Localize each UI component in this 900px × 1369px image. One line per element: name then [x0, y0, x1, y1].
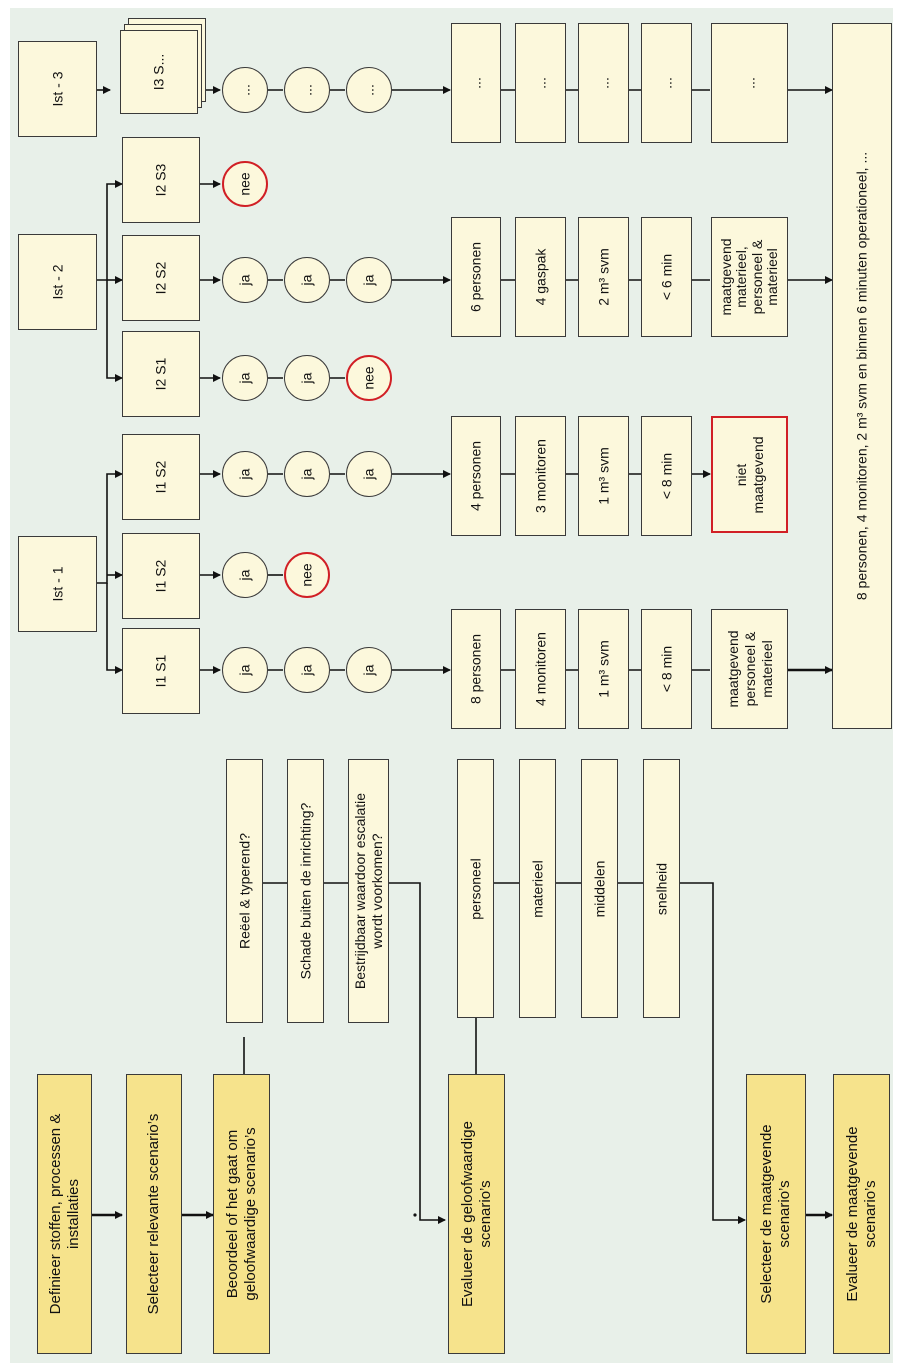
scenario-i2s3-box: I2 S3 — [122, 137, 200, 223]
resource-materieel-box: 4 gaspak — [515, 217, 566, 337]
summary-box: 8 personen, 4 monitoren, 2 m³ svm en bin… — [832, 23, 892, 729]
answer-circle: ja — [222, 257, 268, 303]
scenario-i1s2-box: I1 S2 — [122, 434, 200, 520]
answer-circle: ja — [222, 451, 268, 497]
resource-snelheid-box: < 8 min — [641, 609, 692, 729]
answer-circle-nee: nee — [346, 355, 392, 401]
step-selecteer-maatgevende-box: Selecteer de maatgevende scenario’s — [746, 1074, 806, 1354]
answer-circle: ... — [284, 67, 330, 113]
answer-circle: ja — [222, 552, 268, 598]
ist-1-box: Ist - 1 — [18, 536, 97, 632]
resource-middelen-box: 1 m³ svm — [578, 416, 629, 536]
answer-circle: ... — [222, 67, 268, 113]
criterion-middelen-box: middelen — [581, 759, 618, 1018]
scenario-i1s1-box: I1 S1 — [122, 628, 200, 714]
resource-middelen-box: 2 m³ svm — [578, 217, 629, 337]
answer-circle: ja — [346, 647, 392, 693]
answer-circle: ja — [346, 257, 392, 303]
resource-snelheid-box: < 8 min — [641, 416, 692, 536]
resource-personeel-box: ... — [451, 23, 501, 143]
answer-circle: ja — [284, 451, 330, 497]
step-evalueer-geloofwaardige-box: Evalueer de geloofwaardige scenario’s — [448, 1074, 505, 1354]
criterion-reeel-box: Reëel & typerend? — [226, 759, 263, 1023]
answer-circle-nee: nee — [284, 552, 330, 598]
answer-circle: ja — [284, 647, 330, 693]
answer-circle: ja — [284, 257, 330, 303]
diagram-canvas: Ist - 1 Ist - 2 Ist - 3 I1 S1 I1 S2 I1 S… — [10, 8, 893, 1363]
resource-personeel-box: 8 personen — [451, 609, 501, 729]
resource-middelen-box: ... — [578, 23, 629, 143]
step-evalueer-maatgevende-box: Evalueer de maatgevende scenario’s — [833, 1074, 890, 1354]
answer-circle: ja — [346, 451, 392, 497]
answer-circle: ja — [222, 647, 268, 693]
criterion-materieel-box: materieel — [519, 759, 556, 1018]
ist-3-box: Ist - 3 — [18, 41, 97, 137]
step-definieer-box: Definieer stoffen, processen & installat… — [37, 1074, 92, 1354]
resource-personeel-box: 4 personen — [451, 416, 501, 536]
criterion-schade-box: Schade buiten de inrichting? — [287, 759, 324, 1023]
scenario-i3-box: I3 S... — [120, 30, 198, 114]
criterion-snelheid-box: snelheid — [643, 759, 680, 1018]
step-selecteer-relevante-box: Selecteer relevante scenario’s — [126, 1074, 182, 1354]
answer-circle-nee: nee — [222, 161, 268, 207]
resource-materieel-box: 4 monitoren — [515, 609, 566, 729]
resource-materieel-box: ... — [515, 23, 566, 143]
answer-circle: ... — [346, 67, 392, 113]
step-beoordeel-box: Beoordeel of het gaat om geloofwaardige … — [213, 1074, 270, 1354]
result-box: maatgevend personeel & materieel — [711, 609, 788, 729]
resource-middelen-box: 1 m³ svm — [578, 609, 629, 729]
result-box-niet-maatgevend: niet maatgevend — [711, 416, 788, 533]
scenario-i1s2-box: I1 S2 — [122, 533, 200, 619]
scenario-i2s1-box: I2 S1 — [122, 331, 200, 417]
result-box: ... — [711, 23, 788, 143]
resource-snelheid-box: ... — [641, 23, 692, 143]
resource-personeel-box: 6 personen — [451, 217, 501, 337]
resource-snelheid-box: < 6 min — [641, 217, 692, 337]
answer-circle: ja — [222, 355, 268, 401]
connector-lines — [92, 86, 833, 1224]
answer-circle: ja — [284, 355, 330, 401]
criterion-bestrijdbaar-box: Bestrijdbaar waardoor escalatie wordt vo… — [348, 759, 389, 1023]
ist-2-box: Ist - 2 — [18, 234, 97, 330]
result-box: maatgevend materieel, personeel & materi… — [711, 217, 788, 337]
resource-materieel-box: 3 monitoren — [515, 416, 566, 536]
criterion-personeel-box: personeel — [457, 759, 494, 1018]
scenario-i2s2-box: I2 S2 — [122, 235, 200, 321]
